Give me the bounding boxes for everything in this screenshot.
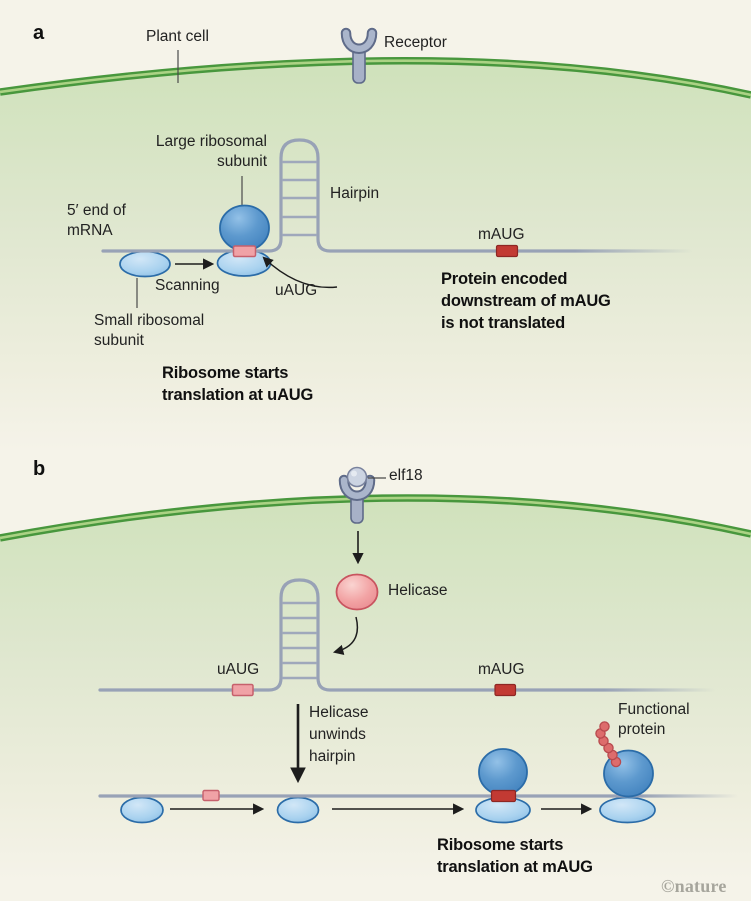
maug-codon-a (495, 244, 519, 258)
scanning-label: Scanning (155, 277, 220, 294)
receptor-label: Receptor (384, 34, 447, 51)
helicase-label: Helicase (388, 582, 448, 599)
helicase-unwinds-text: Helicase unwinds hairpin (309, 704, 369, 765)
mrna-b1 (98, 578, 717, 697)
uaug-pointer-arrow (262, 256, 338, 289)
ribosome-starts-uaug-text: Ribosome starts translation at uAUG (162, 364, 314, 404)
maug-codon-b1 (494, 683, 517, 697)
hairpin-rungs-b (282, 601, 317, 680)
uaug-codon-a (232, 245, 257, 258)
not-translated-text: Protein encoded downstream of mAUG is no… (441, 270, 611, 332)
elf18-label: elf18 (389, 467, 423, 484)
mrna-strand-b1 (98, 578, 717, 692)
small-ribosomal-subunit-b-2 (276, 796, 320, 824)
hairpin-rungs-a (282, 160, 317, 237)
small-ribosomal-subunit-b-4 (599, 796, 656, 824)
receptor-cup (342, 29, 376, 52)
panel-b-cell (0, 494, 751, 897)
nature-credit: ©nature (661, 876, 727, 896)
maug-codon-b2 (490, 789, 517, 803)
large-ribosomal-subunit-b-maug (478, 748, 528, 796)
mrna-strand-a (101, 138, 695, 253)
uaug-codon-b2 (202, 789, 220, 802)
elf18-ligand-highlight (351, 470, 357, 477)
plasma-membrane-b-inner (0, 496, 751, 540)
large-ribosomal-subunit-a (219, 204, 270, 252)
maug-label-a: mAUG (478, 226, 525, 243)
uaug-codon-b1 (231, 683, 254, 697)
panel-a-cell (0, 57, 751, 453)
small-ribosomal-subunit-b-1 (120, 796, 164, 824)
uaug-label-b: uAUG (217, 661, 260, 678)
elf18-ligand (346, 466, 368, 488)
uaug-label-a: uAUG (275, 282, 318, 299)
small-ribosomal-subunit-scanning-a (119, 250, 171, 278)
five-prime-end-label: 5′ end of mRNA (67, 202, 126, 239)
functional-protein-label: Functional protein (618, 701, 690, 738)
plasma-membrane-a-inner (0, 59, 751, 97)
large-ribosomal-subunit-label: Large ribosomal subunit (155, 133, 267, 170)
cell-interior-b (0, 497, 751, 897)
receptor-b (338, 466, 376, 524)
helicase-enzyme (335, 573, 379, 611)
receptor-a (340, 27, 378, 84)
cell-interior-a (0, 60, 751, 453)
hairpin-label: Hairpin (330, 185, 380, 202)
mrna-a (101, 138, 695, 253)
functional-protein-chain (595, 721, 622, 768)
panel-b-letter: b (33, 458, 46, 480)
small-ribosomal-subunit-label: Small ribosomal subunit (94, 312, 205, 349)
ribosome-starts-maug-text: Ribosome starts translation at mAUG (437, 836, 593, 876)
receptor-cup (340, 476, 374, 499)
plant-cell-label: Plant cell (146, 28, 209, 45)
helicase-to-hairpin-arrow (332, 616, 359, 656)
maug-label-b: mAUG (478, 661, 525, 678)
panel-a-letter: a (33, 22, 45, 44)
